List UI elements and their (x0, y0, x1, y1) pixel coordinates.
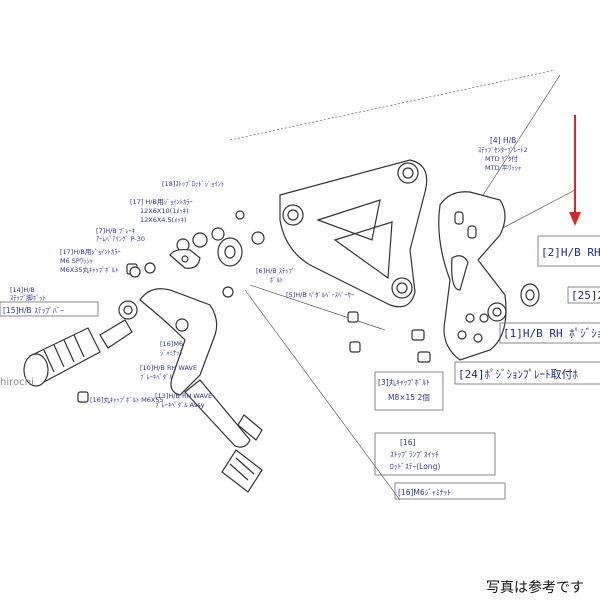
step-bar-part (23, 300, 138, 387)
label-part-16a-line1: [16]M6 (160, 340, 183, 348)
label-part-17a-line2: 12X6X10(1ﾒｯｷ) (140, 207, 189, 215)
label-part-16b: [16]丸ｷｬｯﾌﾟﾎﾞﾙﾄ M6X55 (90, 395, 164, 404)
label-part-2: [2]H/B RH (541, 246, 600, 259)
label-part-14-line2: ｽﾃｯﾌﾟ脚ﾎﾞｯﾄ (10, 293, 46, 302)
watermark: hirochi (0, 377, 34, 388)
label-part-25: [25]2 (571, 289, 600, 302)
label-part-16c-line2: ｽﾄｯﾌﾟﾗﾝﾌﾟｽｲｯﾁ (390, 450, 439, 459)
rod-assy-part (221, 286, 263, 493)
red-down-arrow-icon (569, 115, 581, 226)
label-part-1: [1]H/B RH ﾎﾟｼﾞｼｮﾌﾟ (503, 327, 600, 340)
label-part-17a-line1: [17] H/B用ｼﾞｮｲﾝﾄｶﾗｰ (130, 198, 193, 206)
label-part-18: [18]ｽﾄｯﾌﾟﾛｯﾄﾞｼﾞｮｲﾝﾄ (162, 180, 224, 188)
label-part-14-line1: [14]H/B (10, 286, 35, 294)
label-part-7-line2: ｱｰﾑﾍﾞｱﾘﾝｸﾞ P-30 (96, 235, 145, 243)
center-plate-part (279, 159, 428, 308)
joint-collar-parts (129, 210, 265, 278)
label-part-4-line1: [4] H/B (490, 136, 516, 145)
label-part-6-line1: [6]H/B ｽﾃｯﾌﾟ (256, 267, 295, 275)
label-part-7-line1: [7]H/B ﾌﾞﾚｰｷ (96, 227, 135, 235)
label-part-13-line1: [13]H/B RH WAVE (155, 392, 212, 400)
label-part-4-line2: ｽﾃｯﾌﾟｾﾝﾀｰﾌﾟﾚｰﾄ2 (478, 146, 528, 154)
label-part-16d: [16]M6ｼﾞｬﾐﾅｯﾄ (398, 488, 451, 497)
label-part-6-line2: ﾎﾞﾙﾄ (270, 276, 283, 284)
guide-lines (229, 69, 576, 501)
label-part-3-line1: [3]丸ｷｬｯﾌﾟﾎﾞﾙﾄ (378, 377, 430, 387)
label-part-17b-line3: M6X35丸ｷｬｯﾌﾟﾎﾞﾙﾄ (60, 265, 118, 274)
label-part-10-line2: ﾌﾞﾚｰｷﾍﾟﾀﾞﾙ (140, 373, 173, 381)
brake-pedal-part (139, 288, 251, 448)
label-part-13-line2: ﾌﾞﾚｰｷﾍﾟﾀﾞﾙ Assy (155, 401, 205, 409)
label-part-15: [15]H/B ｽﾃｯﾌﾟﾊﾞｰ (3, 306, 64, 315)
label-part-10-line1: [10]H/B RH WAVE (140, 364, 197, 372)
label-part-4-line4: MTD 平ﾜｯｼｬ (485, 164, 521, 172)
position-plate-part (438, 191, 507, 361)
callout-boxes (0, 235, 600, 500)
label-part-16c-line1: [16] (400, 438, 415, 447)
label-part-17a-line3: 12X6X4.5(ﾒｯｷ) (140, 216, 186, 224)
label-part-16a-line2: ｼﾞｬﾐﾅｯﾄ (160, 349, 183, 357)
label-part-3-line2: M8×15 2個 (388, 392, 430, 402)
labels: [4] H/B ｽﾃｯﾌﾟｾﾝﾀｰﾌﾟﾚｰﾄ2 MTD ｹﾞﾀ付 MTD 平ﾜｯ… (3, 136, 600, 497)
label-part-24: [24]ﾎﾟｼﾞｼｮﾝﾌﾟﾚｰﾄ取付ﾎ (458, 368, 578, 381)
label-part-16c-line3: ﾛｯﾄﾞｽﾃｰ(Long) (390, 462, 440, 471)
label-part-4-line3: MTD ｹﾞﾀ付 (485, 154, 518, 163)
label-part-5: [5]H/B ﾍﾟﾀﾞﾙﾍﾞｰｽﾍﾟｰｻｰ (286, 291, 354, 299)
reference-note: 写真は参考です (486, 579, 584, 596)
label-part-17b-line1: [17]H/B用ｼﾞｮｲﾝﾄｶﾗｰ (60, 248, 121, 256)
collar-part (520, 283, 540, 307)
label-part-17b-line2: M6 SPﾜｯｼｬ (60, 257, 93, 265)
